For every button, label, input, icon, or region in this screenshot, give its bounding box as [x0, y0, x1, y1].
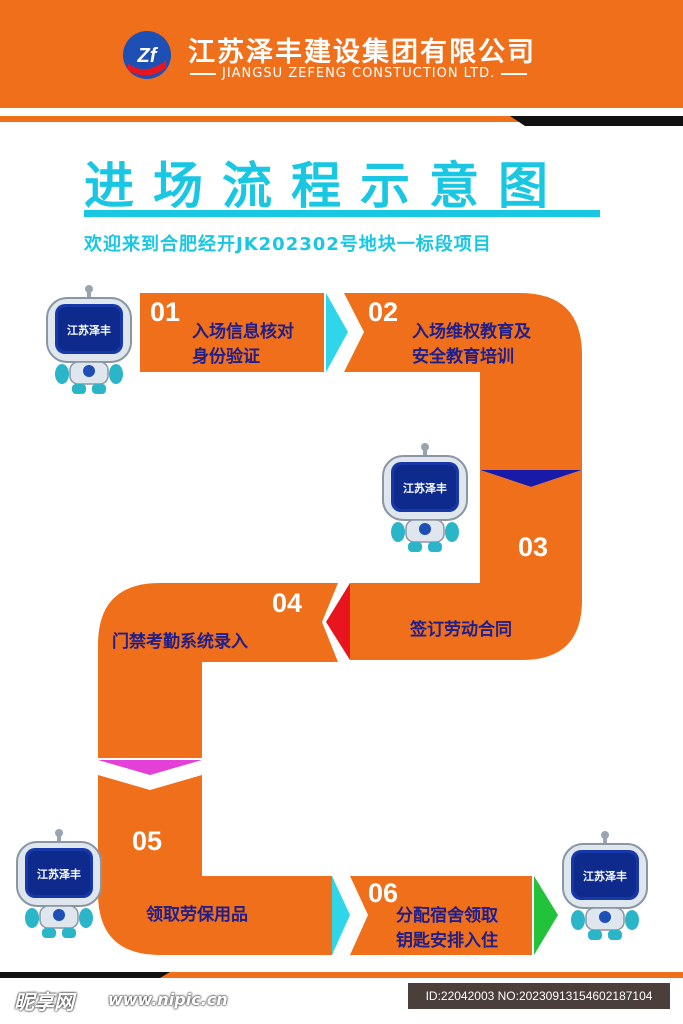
flow-segment-04 — [98, 583, 338, 758]
svg-text:江苏泽丰: 江苏泽丰 — [67, 323, 111, 337]
step-06-number: 06 — [368, 878, 399, 908]
arrow-01-02 — [326, 293, 348, 372]
arrow-06-end — [534, 876, 558, 955]
company-name-cn: 江苏泽丰建设集团有限公司 — [188, 37, 536, 68]
logo-text: Zf — [137, 45, 159, 67]
company-name-en: JIANGSU ZEFENG CONSTUCTION LTD. — [190, 66, 528, 81]
mascot-robot-4: 江苏泽丰 — [560, 830, 650, 942]
step-04-label: 门禁考勤系统录入 — [112, 632, 248, 652]
flow-segment-01 — [140, 293, 324, 372]
flow-segment-05 — [98, 775, 332, 955]
flow-segment-02-03 — [344, 293, 582, 470]
arrow-04-05 — [98, 760, 202, 775]
company-logo: Zf — [123, 31, 171, 79]
title-underline — [84, 210, 600, 217]
step-03-label: 签订劳动合同 — [410, 620, 512, 640]
step-03-number: 03 — [518, 532, 549, 562]
svg-text:江苏泽丰: 江苏泽丰 — [403, 481, 447, 495]
mascot-robot-2: 江苏泽丰 — [380, 442, 470, 554]
image-id-label: ID:22042003 NO:20230913154602187104 — [408, 983, 670, 1009]
arrow-03-04 — [326, 583, 350, 660]
mascot-robot-1: 江苏泽丰 — [44, 284, 134, 396]
svg-text:江苏泽丰: 江苏泽丰 — [583, 869, 627, 883]
page-subtitle: 欢迎来到合肥经开JK202302号地块一标段项目 — [84, 234, 492, 255]
watermark-text: 昵享网 — [14, 990, 74, 1014]
process-flow — [98, 293, 582, 955]
flow-segment-03 — [350, 470, 582, 660]
header-stripes — [0, 116, 683, 126]
header-bar — [0, 0, 683, 108]
step-04-number: 04 — [272, 588, 303, 618]
footer-stripe — [0, 972, 683, 978]
step-01-label: 入场信息核对身份验证 — [192, 322, 294, 367]
mascot-robot-3: 江苏泽丰 — [14, 828, 104, 940]
step-05-label: 领取劳保用品 — [146, 905, 248, 925]
svg-text:江苏泽丰: 江苏泽丰 — [37, 867, 81, 881]
step-02-label: 入场维权教育及安全教育培训 — [412, 322, 531, 367]
page-title: 进场流程示意图 — [84, 157, 567, 215]
flow-segment-06 — [350, 876, 532, 955]
watermark-url: www.nipic.cn — [108, 990, 228, 1009]
arrow-05-06 — [332, 876, 350, 955]
step-01-number: 01 — [150, 297, 181, 327]
step-05-number: 05 — [132, 826, 163, 856]
step-06-label: 分配宿舍领取钥匙安排入住 — [396, 906, 498, 951]
step-02-number: 02 — [368, 297, 399, 327]
arrow-02-03 — [480, 470, 582, 487]
